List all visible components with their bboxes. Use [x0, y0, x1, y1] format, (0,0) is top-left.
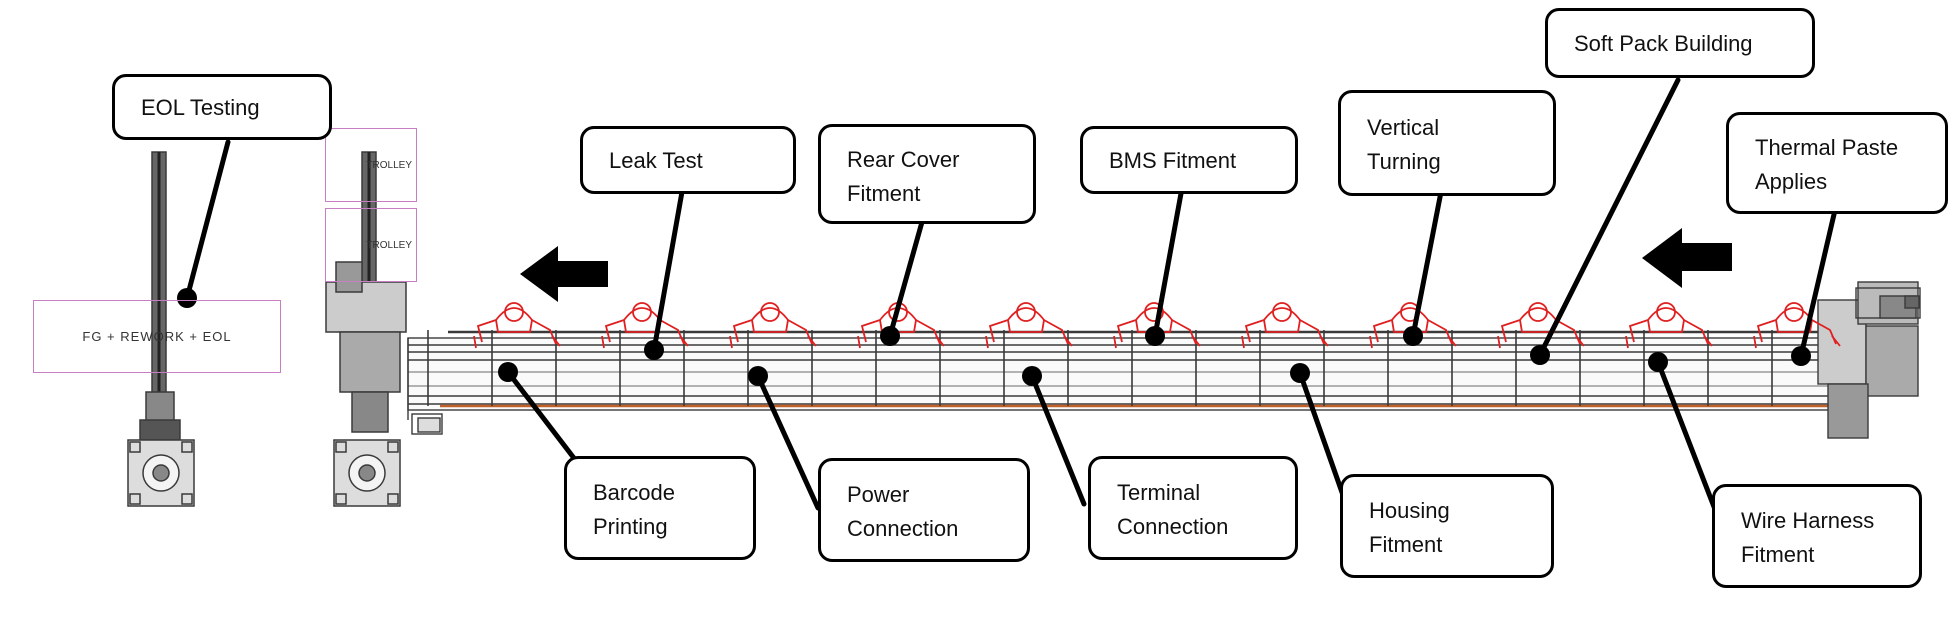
- callout-eol-testing: EOL Testing: [112, 74, 332, 140]
- callout-text: Connection: [1117, 514, 1229, 539]
- callout-text: Fitment: [1741, 542, 1815, 567]
- callout-text: Power: [847, 482, 910, 507]
- callout-rear-cover-fitment: Rear Cover Fitment: [818, 124, 1036, 224]
- callout-wire-harness-fitment: Wire Harness Fitment: [1712, 484, 1922, 588]
- callout-text: EOL Testing: [141, 95, 260, 120]
- trolley-label: TROLLEY: [366, 239, 412, 251]
- callout-text: Applies: [1755, 169, 1828, 194]
- callout-barcode-printing: Barcode Printing: [564, 456, 756, 560]
- callout-text: Fitment: [847, 181, 921, 206]
- callout-text: Thermal Paste: [1755, 135, 1899, 160]
- callout-text: Printing: [593, 514, 668, 539]
- arrow-left-icon: [520, 246, 608, 302]
- fg-rework-eol-zone: FG + REWORK + EOL: [33, 300, 281, 373]
- callout-text: Turning: [1367, 149, 1441, 174]
- callout-text: Wire Harness: [1741, 508, 1875, 533]
- callout-text: Fitment: [1369, 532, 1443, 557]
- callout-text: Rear Cover: [847, 147, 960, 172]
- callout-text: Connection: [847, 516, 959, 541]
- fg-rework-eol-label: FG + REWORK + EOL: [82, 329, 232, 344]
- callout-text: Soft Pack Building: [1574, 31, 1753, 56]
- callout-text: BMS Fitment: [1109, 148, 1237, 173]
- callout-text: Barcode: [593, 480, 675, 505]
- callout-terminal-connection: Terminal Connection: [1088, 456, 1298, 560]
- operator-icon: [857, 302, 945, 349]
- eol-tester-machine: [127, 151, 195, 507]
- loader-tower-machine: [325, 151, 407, 507]
- operator-icon: [1113, 302, 1201, 349]
- callout-text: Leak Test: [609, 148, 703, 173]
- trolley-zone-top: TROLLEY: [325, 128, 417, 202]
- callout-text: Vertical: [1367, 115, 1440, 140]
- trolley-label: TROLLEY: [366, 159, 412, 171]
- operator-icon: [1241, 302, 1329, 349]
- operator-icon: [729, 302, 817, 349]
- operator-icon: [1625, 302, 1713, 349]
- callout-housing-fitment: Housing Fitment: [1340, 474, 1554, 578]
- callout-leak-test: Leak Test: [580, 126, 796, 194]
- callout-thermal-paste-applies: Thermal Paste Applies: [1726, 112, 1948, 214]
- callout-vertical-turning: Vertical Turning: [1338, 90, 1556, 196]
- callout-power-connection: Power Connection: [818, 458, 1030, 562]
- callout-bms-fitment: BMS Fitment: [1080, 126, 1298, 194]
- operator-icon: [473, 302, 561, 349]
- callout-text: Housing: [1369, 498, 1450, 523]
- arrow-left-icon: [1642, 228, 1732, 288]
- callout-text: Terminal: [1117, 480, 1201, 505]
- callout-soft-pack-building: Soft Pack Building: [1545, 8, 1815, 78]
- operator-icon: [1753, 302, 1841, 349]
- operator-icon: [985, 302, 1073, 349]
- leader-dots: [177, 288, 1811, 386]
- trolley-zone-bottom: TROLLEY: [325, 208, 417, 282]
